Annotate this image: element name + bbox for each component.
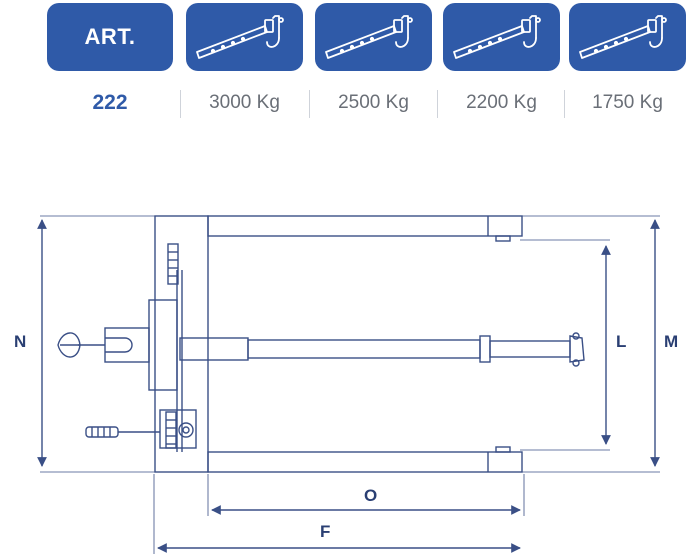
- boom-section: [247, 339, 481, 359]
- boom-hook-icon: [576, 8, 680, 66]
- handle-bracket: [104, 327, 150, 363]
- capacity-value-2: 2500 Kg: [338, 92, 409, 113]
- upper-fork: [207, 215, 523, 237]
- dimension-label-f: F: [320, 522, 331, 541]
- boom-hook-icon: [322, 8, 426, 66]
- capacity-value-3: 2200 Kg: [466, 92, 537, 113]
- capacity-value-4: 1750 Kg: [592, 92, 663, 113]
- capacity-tile-4: [569, 3, 686, 71]
- fork-roller: [495, 235, 511, 242]
- row-divider: [180, 90, 181, 118]
- fork-roller: [495, 446, 511, 453]
- capacity-value-1: 3000 Kg: [209, 92, 280, 113]
- pump-grip: [85, 426, 119, 438]
- boom-base: [179, 337, 249, 361]
- pump-wheel: [178, 422, 194, 438]
- row-divider: [564, 90, 565, 118]
- art-label: ART.: [84, 24, 136, 49]
- hook-pin: [572, 359, 580, 367]
- frame-body: [154, 215, 209, 473]
- row-divider: [309, 90, 310, 118]
- pump-block: [159, 409, 197, 449]
- cylinder-top: [167, 243, 179, 285]
- art-header-tile: ART.: [47, 3, 173, 71]
- article-code: 222: [92, 91, 128, 114]
- dimension-label-l: L: [616, 332, 627, 351]
- pump-piston: [165, 411, 177, 449]
- handle-slot: [105, 337, 133, 353]
- dimension-label-o: O: [364, 486, 378, 505]
- boom-hook-icon: [193, 8, 297, 66]
- boom-hook-head: [569, 335, 585, 363]
- hook-pin: [572, 332, 580, 340]
- mast-plate: [148, 299, 178, 391]
- lower-fork: [207, 451, 523, 473]
- capacity-tile-2: [315, 3, 432, 71]
- boom-hook-icon: [450, 8, 554, 66]
- row-divider: [437, 90, 438, 118]
- capacity-tile-3: [443, 3, 560, 71]
- boom-extension: [489, 340, 571, 358]
- dimension-label-m: M: [664, 332, 679, 351]
- boom-collar: [479, 335, 491, 363]
- dimension-label-n: N: [14, 332, 27, 351]
- capacity-tile-1: [186, 3, 303, 71]
